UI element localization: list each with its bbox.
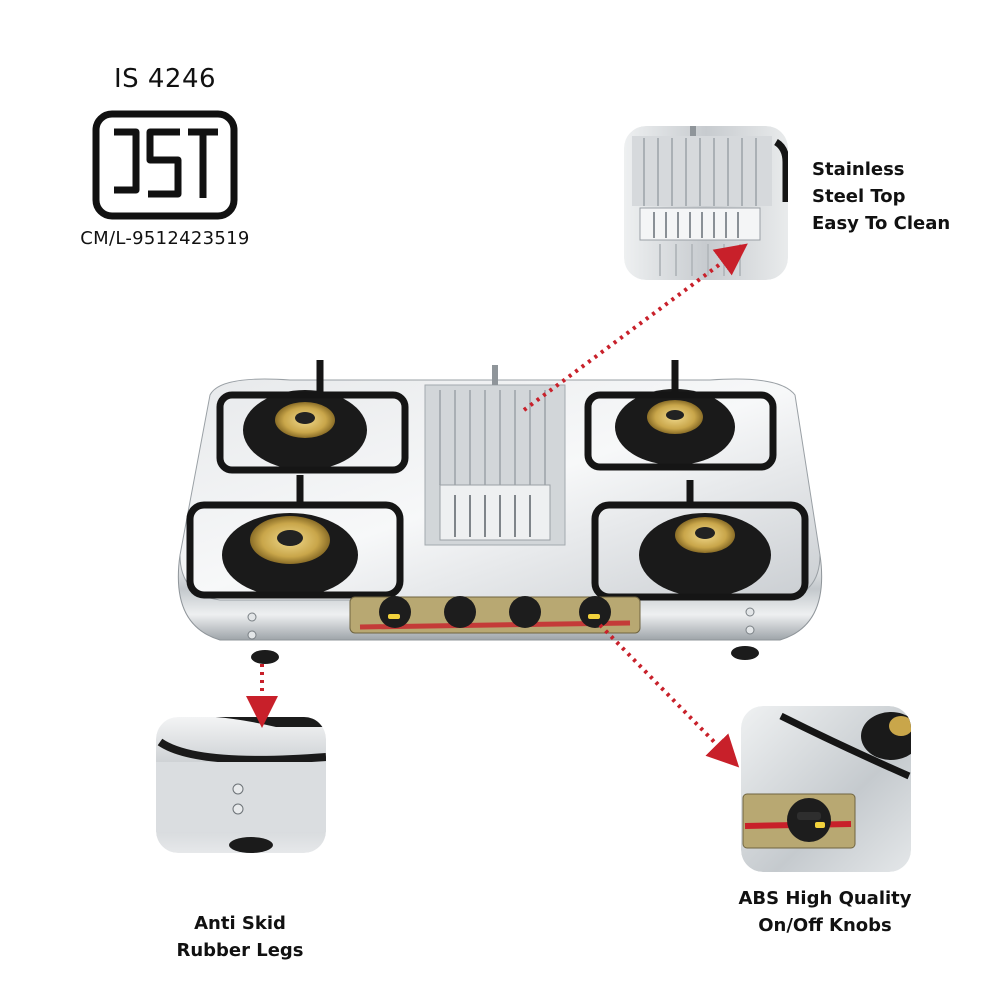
feature-line: Stainless (812, 159, 905, 180)
feature-line: On/Off Knobs (758, 915, 892, 936)
gas-stove-image (177, 360, 823, 664)
zoom-steel-top (624, 126, 788, 280)
feature-line: Rubber Legs (176, 940, 304, 961)
burner-front-right (639, 513, 771, 597)
standard-code: IS 4246 (113, 64, 217, 94)
zoom-knob (741, 706, 911, 872)
isi-mark-icon (92, 110, 238, 220)
feature-line: Steel Top (812, 186, 906, 207)
feature-label-knobs: ABS High Quality On/Off Knobs (720, 885, 930, 939)
burner-back-right (615, 389, 735, 465)
license-number: CM/L-9512423519 (80, 228, 250, 249)
zoom-rubber-legs (156, 717, 326, 853)
burner-front-left (222, 513, 358, 597)
feature-line: Easy To Clean (812, 213, 951, 234)
knob (379, 596, 611, 628)
feature-line: ABS High Quality (738, 888, 912, 909)
burner-back-left (243, 390, 367, 470)
feature-label-steel-top: Stainless Steel Top Easy To Clean (812, 156, 992, 237)
feature-line: Anti Skid (194, 913, 286, 934)
feature-label-legs: Anti Skid Rubber Legs (150, 910, 330, 964)
